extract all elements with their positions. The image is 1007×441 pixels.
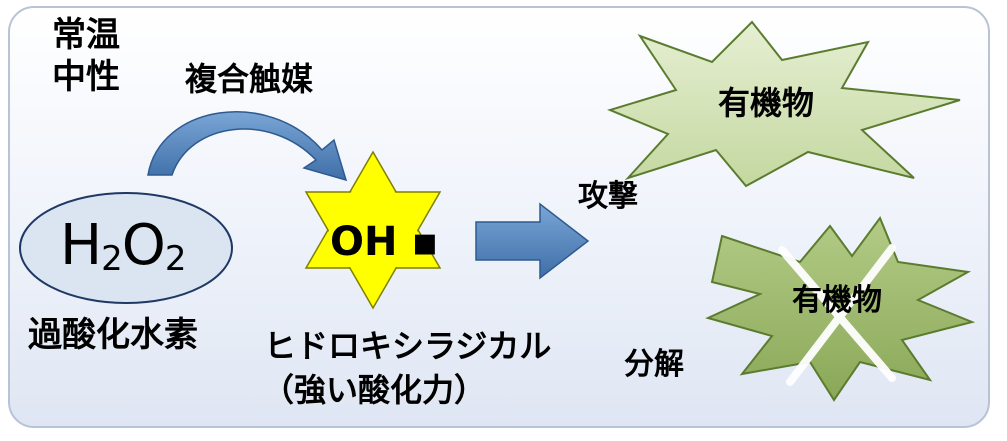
reactant-formula: H2O2 xyxy=(60,213,186,279)
reaction-conditions: 常温 中性 xyxy=(52,18,120,102)
cross-mark-icon xyxy=(778,244,896,386)
radical-symbol: OH ▪ xyxy=(330,219,439,265)
organic-label-intact: 有機物 xyxy=(718,84,815,122)
catalyst-label: 複合触媒 xyxy=(185,60,314,98)
action-decompose: 分解 xyxy=(624,347,684,382)
radical-name: ヒドロキシラジカル xyxy=(264,327,552,365)
catalyst-curved-arrow xyxy=(147,111,348,182)
reactant-ellipse xyxy=(19,192,233,304)
radical-star-icon xyxy=(304,150,442,310)
organic-burst-intact xyxy=(607,20,961,188)
reactant-name: 過酸化水素 xyxy=(28,315,198,355)
organic-label-decomposed: 有機物 xyxy=(792,283,882,318)
condition-temperature: 常温 xyxy=(52,15,120,55)
organic-burst-decomposed xyxy=(705,215,976,402)
condition-ph: 中性 xyxy=(52,57,120,97)
radical-note: （強い酸化力） xyxy=(262,371,487,409)
attack-arrow xyxy=(475,202,590,280)
action-attack: 攻撃 xyxy=(578,179,638,214)
